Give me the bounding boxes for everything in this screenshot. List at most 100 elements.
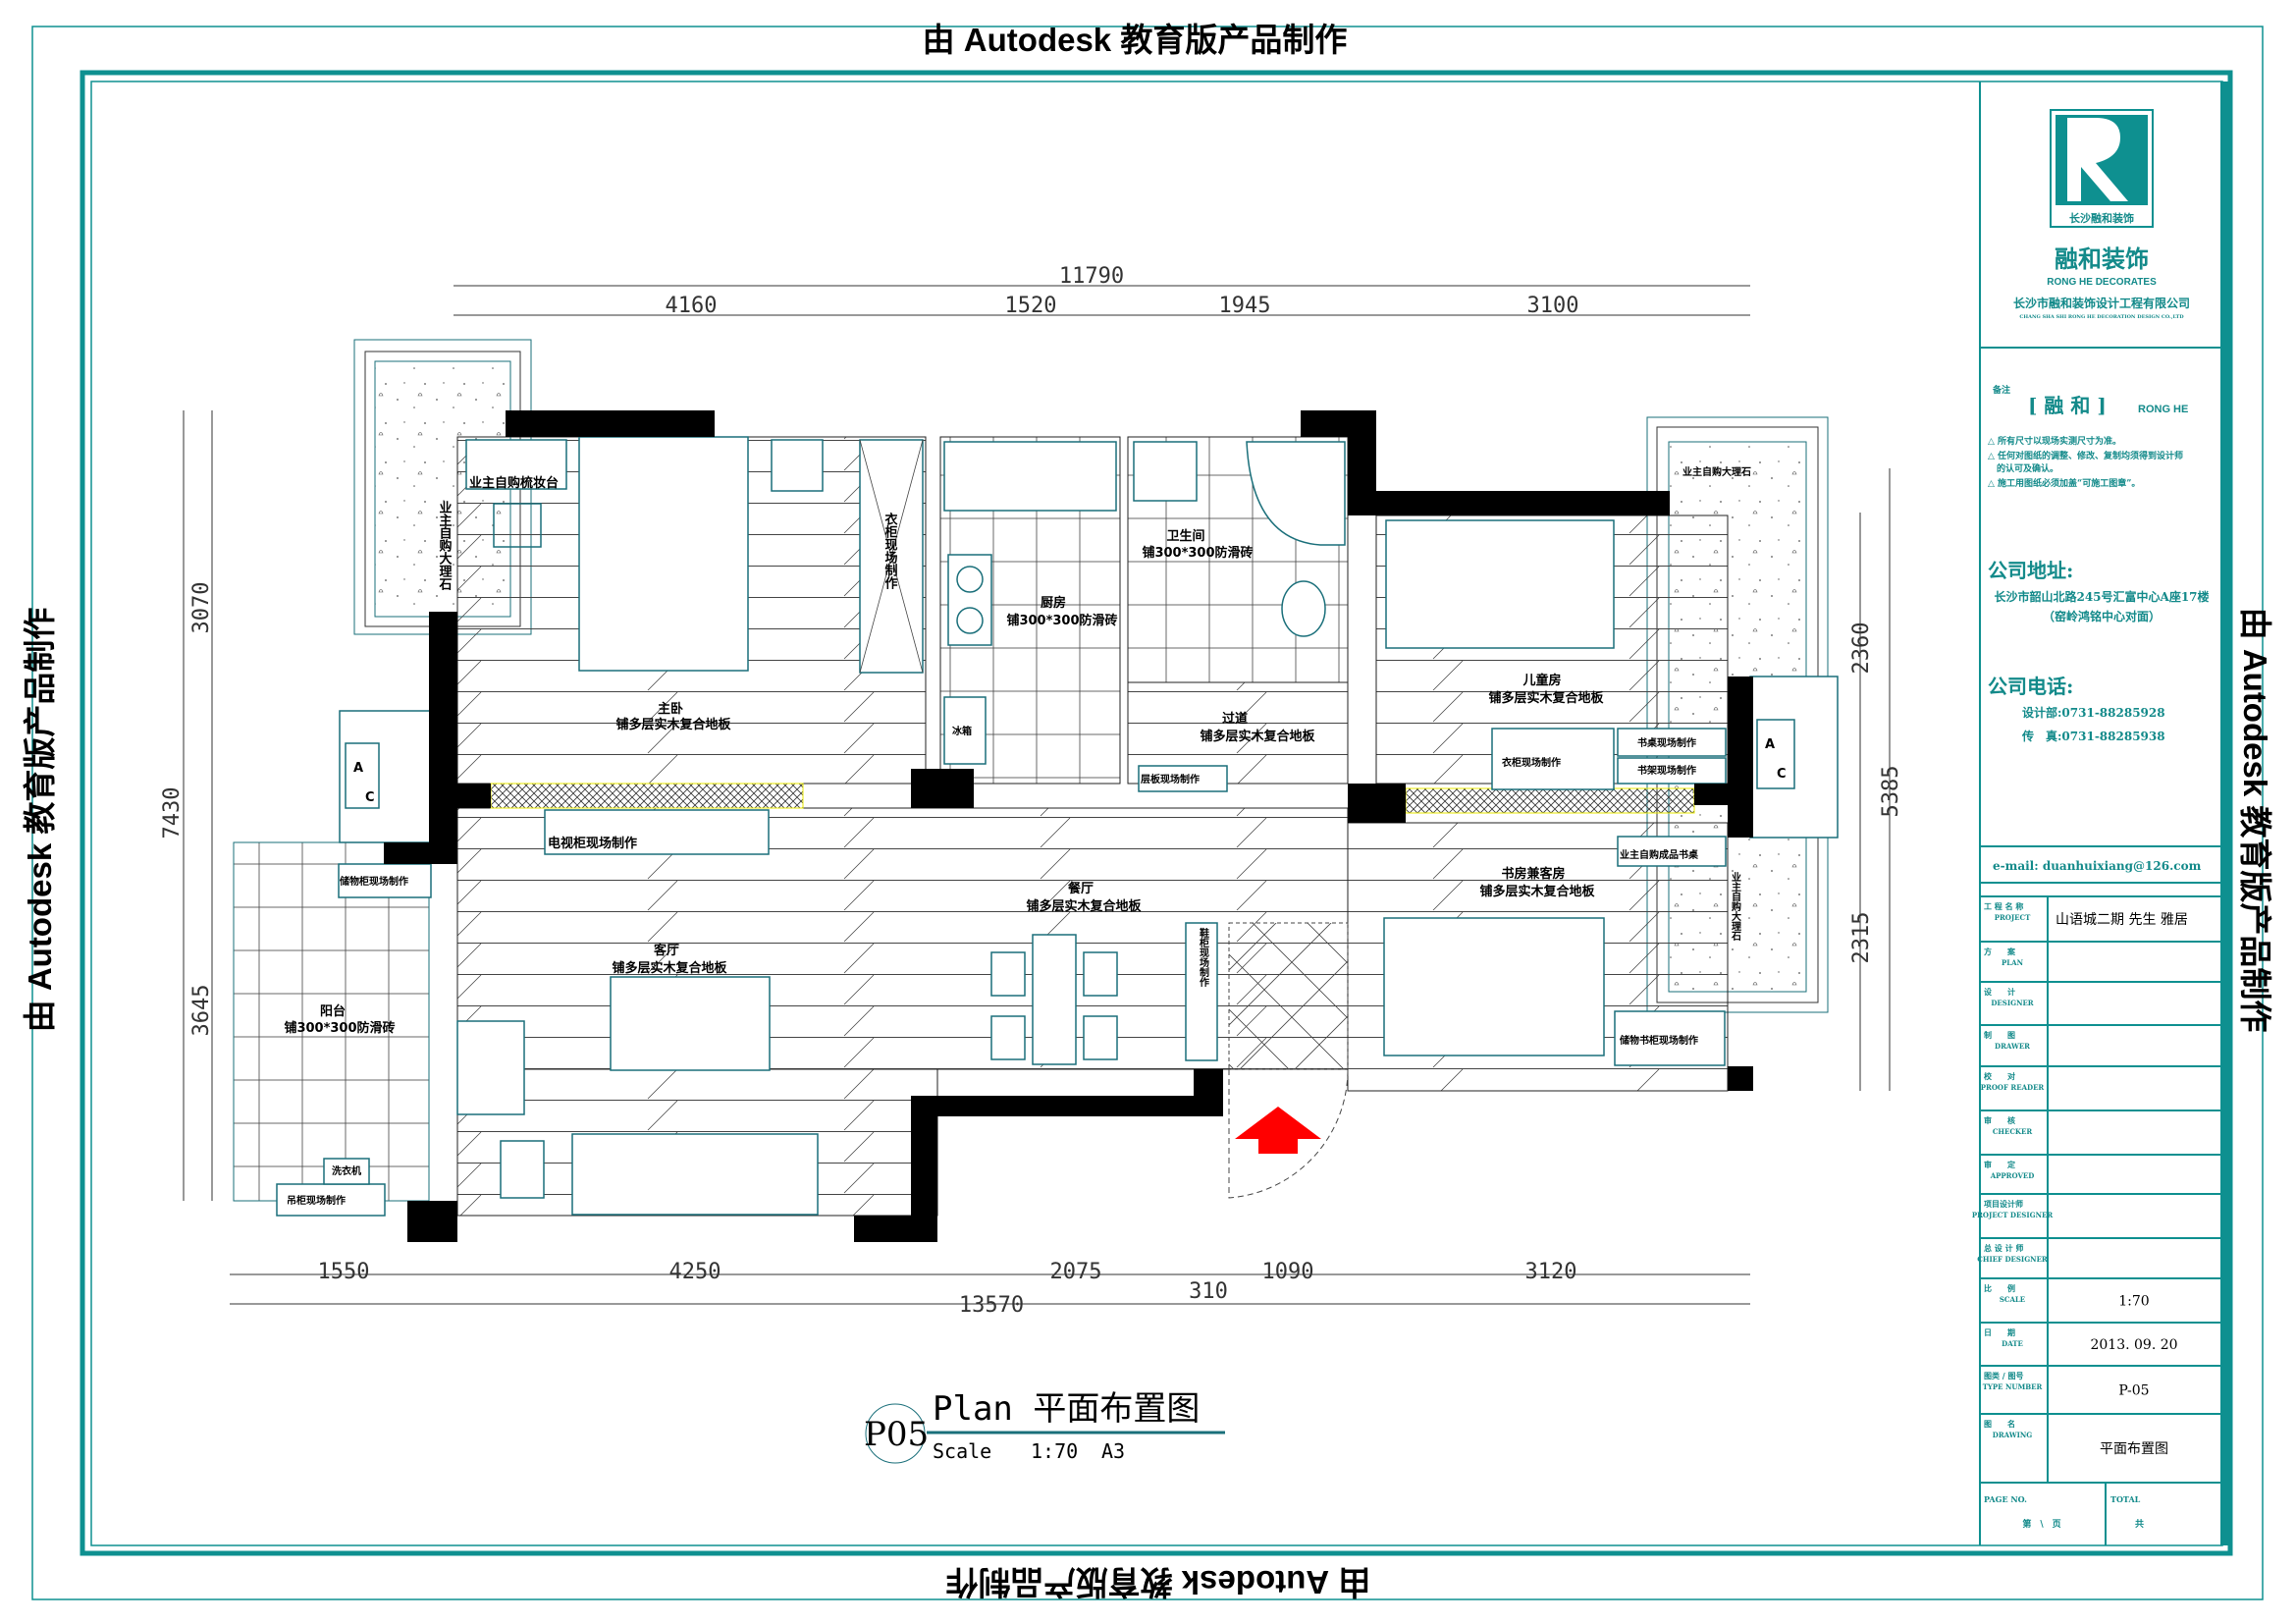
row-label-cn: 总 设 计 师 [1984,1243,2023,1253]
label-marble-right: 业主自购大理石 [1730,871,1742,942]
entry-door-swing [1228,1068,1349,1199]
company-cn: 长沙市融和装饰设计工程有限公司 [2013,296,2190,310]
dim-bottom: 1550 [318,1260,370,1284]
dim-top: 1945 [1219,294,1271,318]
label-fridge: 冰箱 [952,725,972,737]
furniture [276,436,1839,1217]
row-label-cn: 审 定 [1984,1160,2015,1169]
watermark-bottom: 由 Autodesk 教育版产品制作 [946,1564,1371,1600]
page-no-value: 第 \ 页 [2022,1518,2060,1530]
watermark-top: 由 Autodesk 教育版产品制作 [923,22,1348,58]
row-label-en: CHECKER [1993,1127,2033,1136]
address-line: （窑岭鸿铭中心对面） [2043,609,2161,623]
desk-study [1617,836,1727,867]
label-washer: 洗衣机 [332,1164,361,1177]
bookcase-study [1614,1010,1726,1066]
row-label-en: DESIGNER [1991,999,2033,1007]
logo-caption: 长沙融和装饰 [2069,211,2134,225]
row-label-en: SCALE [2000,1295,2025,1304]
dresser [465,439,567,490]
fridge [943,696,987,765]
wall-hatch [1405,787,1695,814]
label-wardrobe-child: 衣柜现场制作 [1502,756,1561,769]
sofa [571,1133,819,1216]
room-floor: 铺300*300防滑砖 [1006,613,1117,628]
stool [493,503,542,548]
room-floor: 铺300*300防滑砖 [284,1020,395,1036]
scale-value: 1:70 [1031,1439,1078,1463]
gas-stove [947,554,992,646]
row-label-en: DATE [2002,1339,2023,1348]
shower [1246,441,1346,546]
title-block-table: 工 程 名 称 PROJECT 山语城二期 先生 雅居方 案 PLAN 设 计 DESIG… [1972,895,2220,1545]
phone-fax: 传 真:0731-88285938 [2021,729,2165,743]
shoe-cabinet [1185,922,1218,1061]
row-value: 1:70 [2118,1294,2149,1310]
row-label-en: PLAN [2002,958,2024,967]
dim-top: 1520 [1005,294,1057,318]
watermark-right: 由 Autodesk 教育版产品制作 [2237,608,2273,1033]
dim-top-total: 11790 [1059,264,1124,289]
row-value: 山语城二期 先生 雅居 [2056,912,2188,928]
room-label: 阳台 [320,1003,346,1019]
dim-bottom-total: 13570 [959,1293,1024,1318]
address-line: 长沙市韶山北路245号汇富中心A座17楼 [1994,589,2209,604]
row-label-cn: 工 程 名 称 [1984,901,2023,911]
row-label-en: PROOF READER [1981,1083,2045,1092]
shelf-unit [1138,765,1228,792]
dim-bottom: 1090 [1262,1260,1314,1284]
row-label-cn: 图 名 [1984,1419,2015,1429]
ac-label-a: A [1765,737,1775,752]
room-floor: 铺多层实木复合地板 [1488,690,1604,706]
dim-right: 2315 [1849,912,1874,964]
room-label: 餐厅 [1067,881,1094,896]
row-label-en: APPROVED [1990,1171,2035,1180]
room-floor: 铺多层实木复合地板 [1479,884,1595,899]
room-label: 过道 [1222,711,1248,727]
dim-bottom: 4250 [669,1260,721,1284]
remarks-brand-en: RONG HE [2138,404,2188,415]
paper-size: A3 [1101,1439,1125,1463]
entrance-arrow-icon [1235,1107,1321,1154]
kitchen-sink-counter [943,441,1117,512]
dim-left: 3070 [189,582,214,634]
dim-right: 2360 [1849,623,1874,675]
row-label-en: PROJECT [1995,913,2031,922]
row-label-cn: 制 图 [1984,1030,2015,1040]
phone-label: 公司电话: [1988,675,2073,698]
bathroom-basin [1133,441,1198,502]
row-label-en: DRAWER [1995,1042,2030,1051]
row-value: 2013. 09. 20 [2090,1337,2177,1353]
hanging-cabinet [276,1183,386,1217]
row-label-en: DRAWING [1993,1431,2033,1439]
company-logo: 长沙融和装饰 [2050,109,2154,228]
ac-label-c: C [1777,767,1787,782]
coffee-table [610,976,771,1071]
total-value: 共 [2135,1518,2144,1530]
note: △ 所有尺寸以现场实测尺寸为准。 [1988,435,2121,447]
ac-label-c: C [365,790,375,805]
wardrobe-child [1491,728,1615,790]
row-label-cn: 方 案 [1984,947,2016,956]
entry-foyer [1228,922,1349,1070]
nightstand [771,439,824,492]
dim-left-total: 7430 [160,787,185,839]
dim-right-total: 5385 [1879,766,1903,818]
room-balcony [233,841,430,1202]
dim-top: 3100 [1527,294,1579,318]
row-label-en: CHIEF DESIGNER [1977,1255,2048,1264]
note: △ 任何对图纸的调整、修改、复制均须得到设计师 [1988,450,2183,461]
total-label: TOTAL [2110,1494,2141,1504]
armchair [456,1020,525,1115]
label-shelf: 层板现场制作 [1141,773,1200,785]
row-label-cn: 设 计 [1984,987,2015,997]
outer-border [31,26,2264,1600]
room-floor: 铺300*300防滑砖 [1142,545,1253,561]
row-label-cn: 审 核 [1984,1115,2015,1125]
label-dresser: 业主自购梳妆台 [469,475,559,491]
email: e-mail: duanhuixiang@126.com [1993,859,2202,873]
room-floor: 铺多层实木复合地板 [1200,729,1315,744]
address-label: 公司地址: [1988,559,2073,582]
room-label: 客厅 [654,943,679,958]
